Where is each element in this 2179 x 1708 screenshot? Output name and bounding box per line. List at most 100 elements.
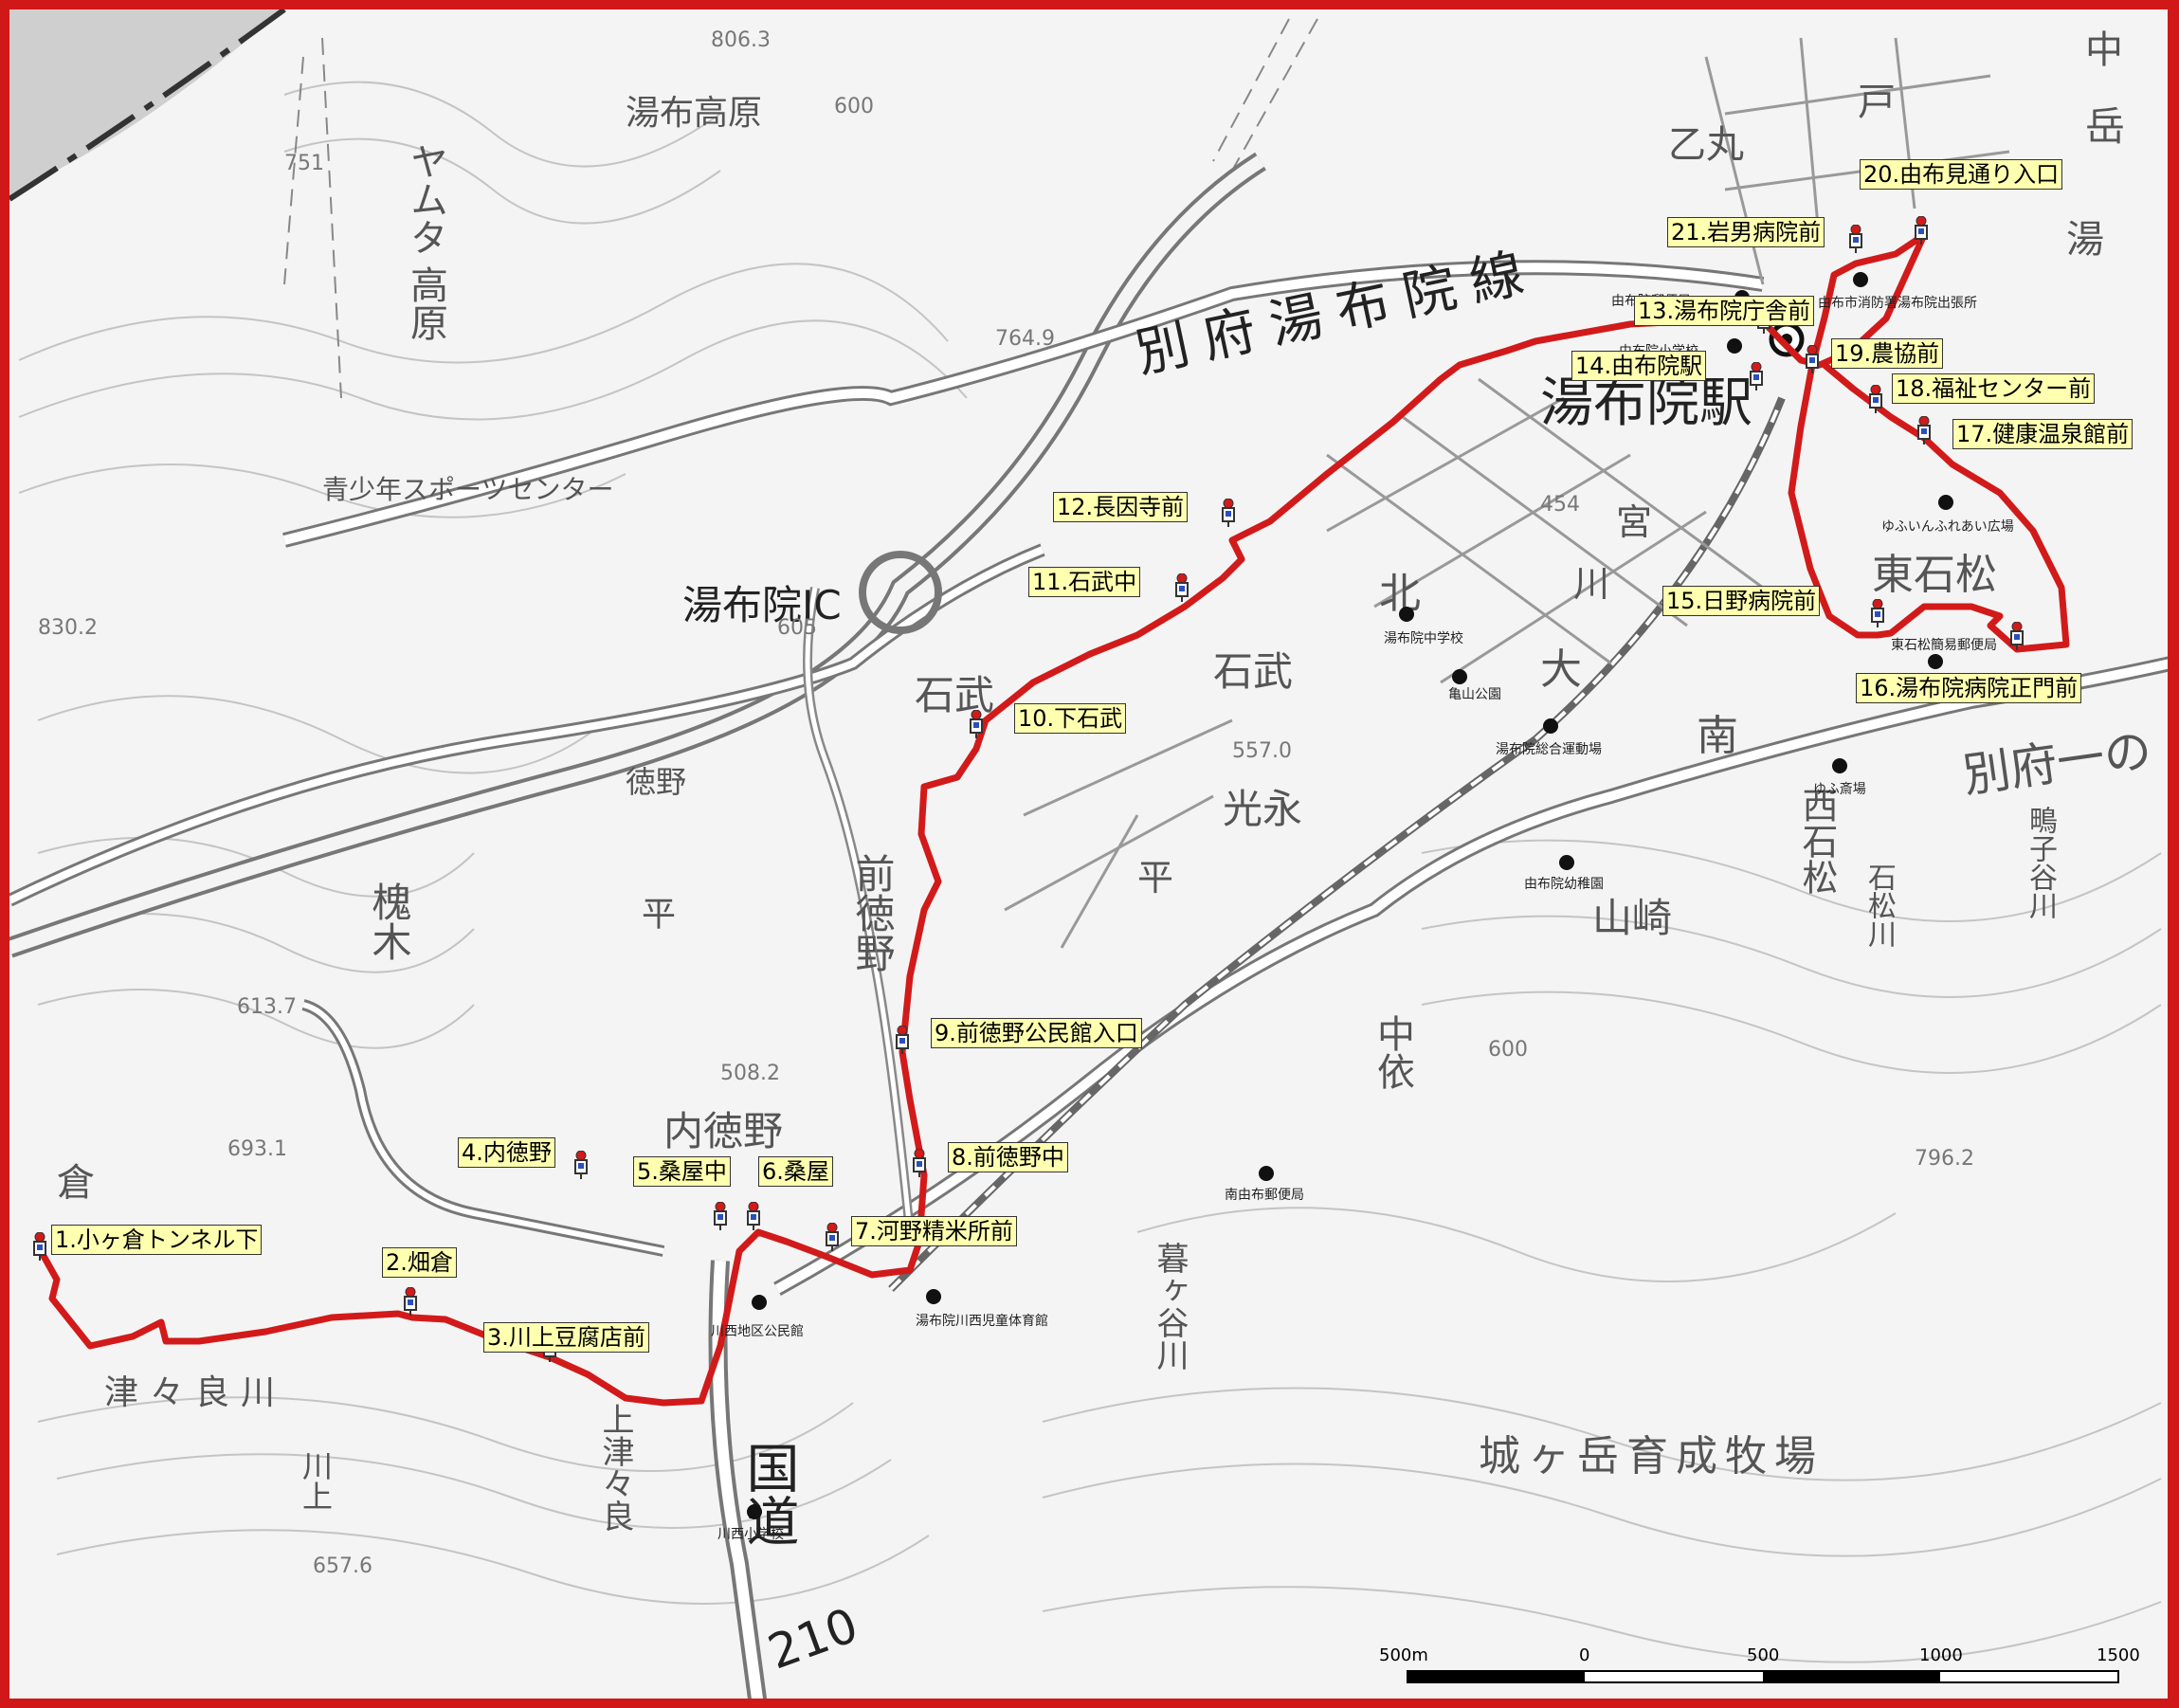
facility-fureai-plaza: ゆふいんふれあい広場 (1881, 519, 2014, 535)
bus-stop-label: 4.内徳野 (458, 1137, 555, 1168)
bus-stop-marker (1222, 498, 1235, 527)
facility-dot (1559, 855, 1574, 870)
facility-dot (1938, 495, 1953, 510)
bus-stop-marker (1175, 572, 1189, 602)
place-higashi-ishimatsu: 東石松 (1872, 551, 1997, 599)
bus-stop-marker (1917, 415, 1931, 445)
bus-stop-icon (826, 1222, 839, 1251)
scale-label-1500: 1500 (2097, 1645, 2140, 1665)
place-sports-center: 青少年スポーツセンター (322, 474, 614, 505)
facility-kameyama-park: 亀山公園 (1448, 687, 1501, 702)
bus-stop-icon (1869, 384, 1882, 413)
place-uchitokuno: 内徳野 (663, 1108, 784, 1154)
elevation: 796.2 (1915, 1147, 1974, 1171)
bus-stop-marker (1849, 224, 1862, 253)
facility-yufu-funeral-hall: ゆふ斎場 (1813, 782, 1866, 797)
facility-dot (747, 1504, 762, 1519)
elevation: 600 (1488, 1038, 1528, 1062)
place-kawakami: 川上 (298, 1450, 334, 1511)
interchange (859, 551, 942, 634)
place-dai: 大 (1540, 645, 1582, 694)
scale-label-500m: 500m (1379, 1645, 1428, 1665)
scale-label-500: 500 (1747, 1645, 1780, 1665)
place-yamazaki: 山崎 (1592, 895, 1673, 941)
scale-label-1000: 1000 (1919, 1645, 1963, 1665)
place-hira: 平 (636, 896, 675, 930)
facility-kawanishi-elementary: 川西小学校 (717, 1527, 784, 1542)
place-kogen: 高原 (404, 265, 447, 341)
facility-dot (1928, 654, 1943, 669)
bus-stop-marker (714, 1201, 727, 1230)
place-yufuin-station-area: 湯布院駅 (1540, 372, 1752, 434)
place-koshigaya-river: 鴫子谷川 (2024, 806, 2057, 919)
place-ishitake-2: 石武 (1213, 648, 1294, 695)
boundary-line (8, 7, 286, 202)
bus-stop-label: 1.小ヶ倉トンネル下 (51, 1225, 263, 1255)
place-ishimatsu-river: 石松川 (1862, 863, 1896, 948)
facility-dot (1853, 272, 1868, 287)
bus-stop-label: 18.福祉センター前 (1892, 373, 2096, 404)
bus-stop-label: 16.湯布院病院正門前 (1856, 673, 2082, 703)
bus-route-line (36, 231, 2070, 1407)
highway (6, 152, 1266, 958)
bus-stop-label: 2.畑倉 (382, 1247, 457, 1278)
place-kokudo: 国道 (737, 1441, 799, 1547)
facility-junior-high: 湯布院中学校 (1384, 631, 1463, 646)
bus-stop-icon (913, 1148, 926, 1177)
place-kamitsu: 上津々良 (596, 1403, 634, 1532)
facility-kawanishi-gym: 湯布院川西児童体育館 (916, 1314, 1048, 1329)
bus-stop-label: 12.長因寺前 (1053, 492, 1189, 522)
place-naka-2: 中 (2085, 28, 2123, 72)
elevation: 613.7 (237, 995, 297, 1019)
elevation: 764.9 (995, 327, 1055, 351)
place-kura: 倉 (57, 1161, 95, 1205)
bus-stop-icon (1175, 572, 1189, 602)
place-yamuta: ヤムタ (404, 142, 447, 256)
scale-label-0: 0 (1579, 1645, 1590, 1665)
facility-kindergarten: 由布院幼稚園 (1524, 877, 1604, 892)
facility-dot (1543, 718, 1558, 734)
place-komine: 光永 (1223, 786, 1303, 832)
bus-stop-icon (714, 1201, 727, 1230)
bus-stop-marker (404, 1286, 417, 1316)
facility-dot (752, 1295, 767, 1310)
place-tsuzura-river: 津々良川 (104, 1373, 287, 1412)
bus-stop-marker (747, 1201, 760, 1230)
bus-stop-icon (1915, 215, 1928, 245)
bus-stop-label: 13.湯布院庁舎前 (1634, 296, 1815, 326)
place-yufu-kogen: 湯布高原 (626, 94, 763, 133)
facility-dot (926, 1289, 941, 1304)
facility-dot (1452, 669, 1467, 684)
bus-stop-icon (1917, 415, 1931, 445)
place-to: 戸 (1858, 81, 1896, 124)
bus-stop-marker (970, 709, 983, 738)
bus-stop-label: 6.桑屋 (758, 1156, 833, 1187)
bus-stop-label: 7.河野精米所前 (851, 1216, 1017, 1246)
place-kuregatani-river: 暮ヶ谷川 (1151, 1242, 1189, 1371)
bus-stop-icon (747, 1201, 760, 1230)
elevation: 454 (1540, 493, 1580, 517)
place-ishitake: 石武 (915, 672, 995, 718)
bus-stop-marker (33, 1231, 46, 1261)
place-yufudake: 岳 (2085, 103, 2126, 150)
bus-stop-label: 19.農協前 (1831, 338, 1944, 369)
bus-stop-label: 10.下石武 (1014, 703, 1127, 734)
bus-stop-icon (1750, 361, 1763, 391)
place-tokuno: 徳野 (626, 764, 687, 800)
place-otsumaru: 乙丸 (1668, 123, 1744, 167)
elevation: 605 (777, 616, 817, 640)
bus-stop-marker (1871, 598, 1884, 627)
elevation: 751 (284, 152, 324, 175)
elevation: 508.2 (720, 1062, 780, 1085)
bus-stop-marker (574, 1150, 588, 1179)
facility-sports-ground: 湯布院総合運動場 (1496, 742, 1602, 757)
place-minami: 南 (1697, 712, 1738, 760)
bus-stop-icon (2010, 621, 2024, 650)
bus-stop-marker (1806, 344, 1819, 373)
bus-stop-label: 3.川上豆腐店前 (483, 1322, 649, 1353)
elevation: 806.3 (711, 28, 771, 52)
place-miya: 宮 (1616, 501, 1653, 543)
bus-stop-label: 11.石武中 (1028, 567, 1141, 597)
contour-lines (18, 81, 2162, 1663)
